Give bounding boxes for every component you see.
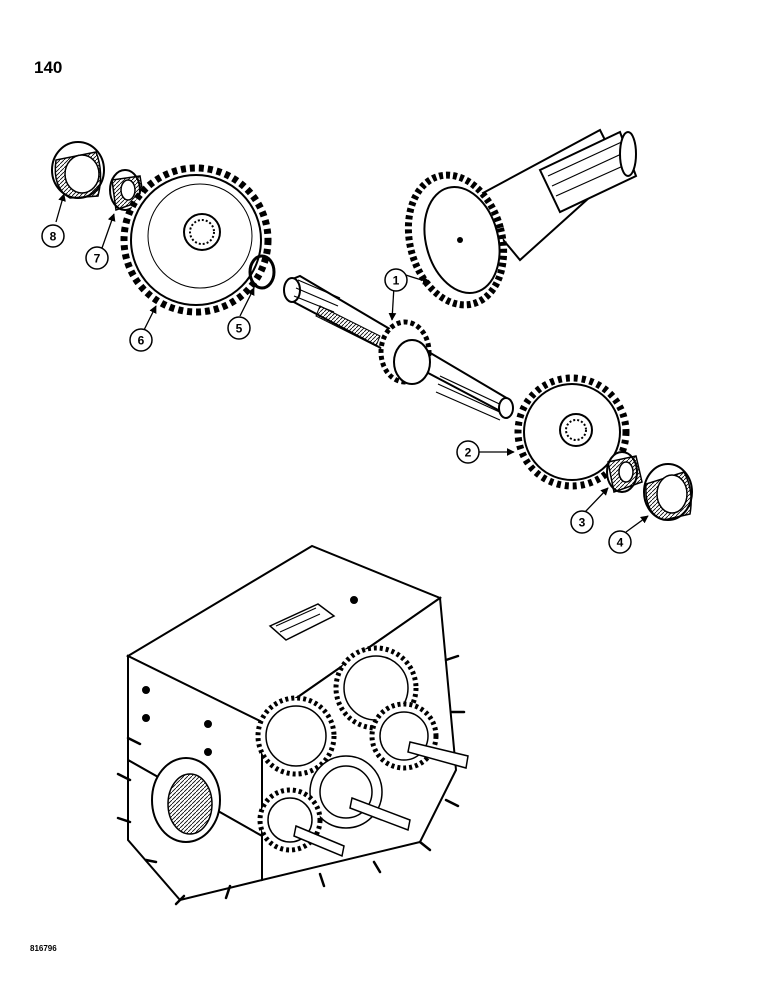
housing-bolts [116, 654, 466, 906]
snap-ring-part-5 [248, 254, 276, 290]
callout-circle-7: 7 [85, 246, 109, 270]
spur-gear-part-2 [514, 374, 630, 490]
callout-circle-4: 4 [608, 530, 632, 554]
callout-label-7: 7 [94, 252, 101, 266]
callout-circle-2: 2 [456, 440, 480, 464]
spur-gear-part-6 [120, 164, 272, 316]
figure-code: 816796 [30, 944, 57, 953]
transmission-housing [125, 544, 458, 902]
callout-label-4: 4 [617, 536, 624, 550]
callout-label-6: 6 [138, 334, 145, 348]
housing-gears [255, 645, 469, 858]
bearing-cup-part-4 [643, 463, 693, 521]
callout-label-8: 8 [50, 230, 57, 244]
callout-label-3: 3 [579, 516, 586, 530]
callout-circle-3: 3 [570, 510, 594, 534]
bearing-cup-part-8 [51, 141, 105, 199]
callout-leaders [55, 193, 649, 533]
page-number: 140 [34, 58, 63, 77]
callout-label-5: 5 [236, 322, 243, 336]
bearing-cone-part-3 [606, 451, 643, 493]
callout-circle-6: 6 [129, 328, 153, 352]
shaft-assembly-part-1 [283, 128, 638, 421]
callout-circle-5: 5 [227, 316, 251, 340]
callout-circle-1: 1 [384, 268, 408, 292]
callout-label-1: 1 [393, 274, 400, 288]
callout-label-2: 2 [465, 446, 472, 460]
callout-circle-8: 8 [41, 224, 65, 248]
